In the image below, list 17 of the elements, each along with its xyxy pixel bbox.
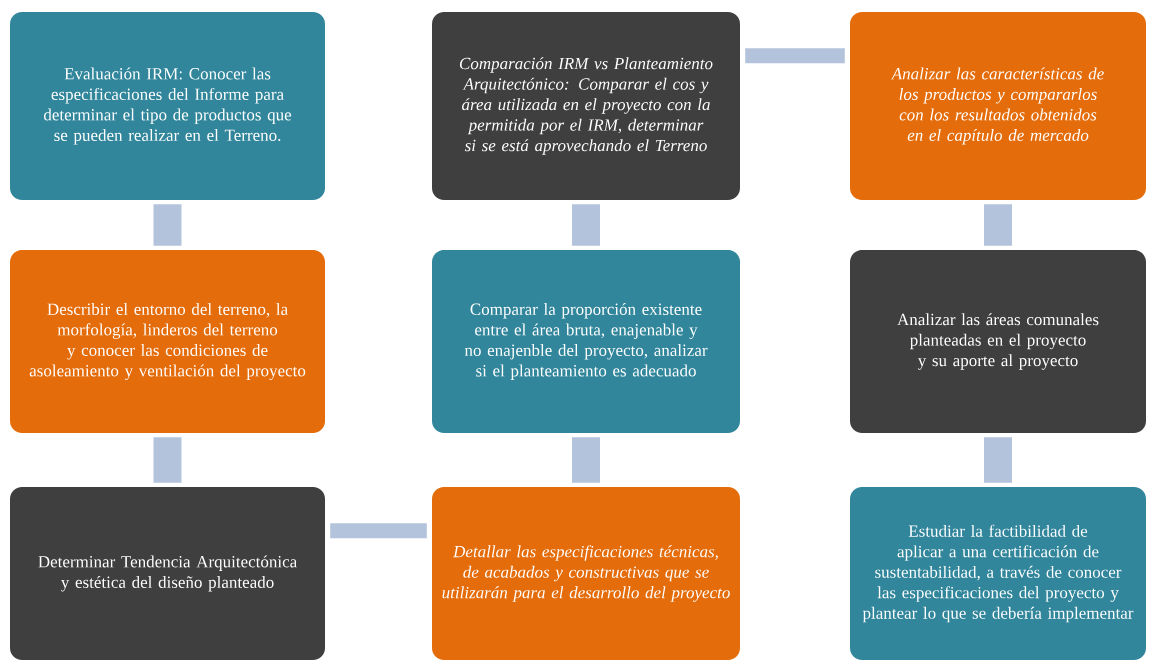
connector-bar (330, 523, 427, 539)
connector-bar (572, 204, 600, 246)
connector-bar (984, 437, 1012, 483)
process-box: Comparación IRM vs Planteamiento Arquitectónico: Comparar el cos y área utilizada en el proyecto con la permitida por el IRM, determinar si se está aprovechando el Terreno (432, 12, 740, 200)
connector-bar (745, 48, 845, 64)
process-box: Evaluación IRM: Conocer las especificaciones del Informe para determinar el tipo de productos que se pueden realizar en el Terreno. (10, 12, 325, 200)
connector-bar (572, 437, 600, 483)
process-box: Determinar Tendencia Arquitectónica y estética del diseño planteado (10, 487, 325, 660)
connector-bar (153, 204, 182, 246)
process-box: Analizar las áreas comunales planteadas en el proyecto y su aporte al proyecto (850, 250, 1146, 433)
process-box: Detallar las especificaciones técnicas, de acabados y constructivas que se utilizarán para el desarrollo del proyecto (432, 487, 740, 660)
connector-bar (153, 437, 182, 483)
process-box: Analizar las características de los productos y compararlos con los resultados obtenidos en el capítulo de mercado (850, 12, 1146, 200)
process-box: Describir el entorno del terreno, la morfología, linderos del terreno y conocer las condiciones de asoleamiento y ventilación del proyecto (10, 250, 325, 433)
process-box: Comparar la proporción existente entre el área bruta, enajenable y no enajenble del proyecto, analizar si el planteamiento es adecuado (432, 250, 740, 433)
process-box: Estudiar la factibilidad de aplicar a una certificación de sustentabilidad, a través de conocer las especificaciones del proyecto y plantear lo que se debería implementar (850, 487, 1146, 660)
connector-bar (984, 204, 1012, 246)
